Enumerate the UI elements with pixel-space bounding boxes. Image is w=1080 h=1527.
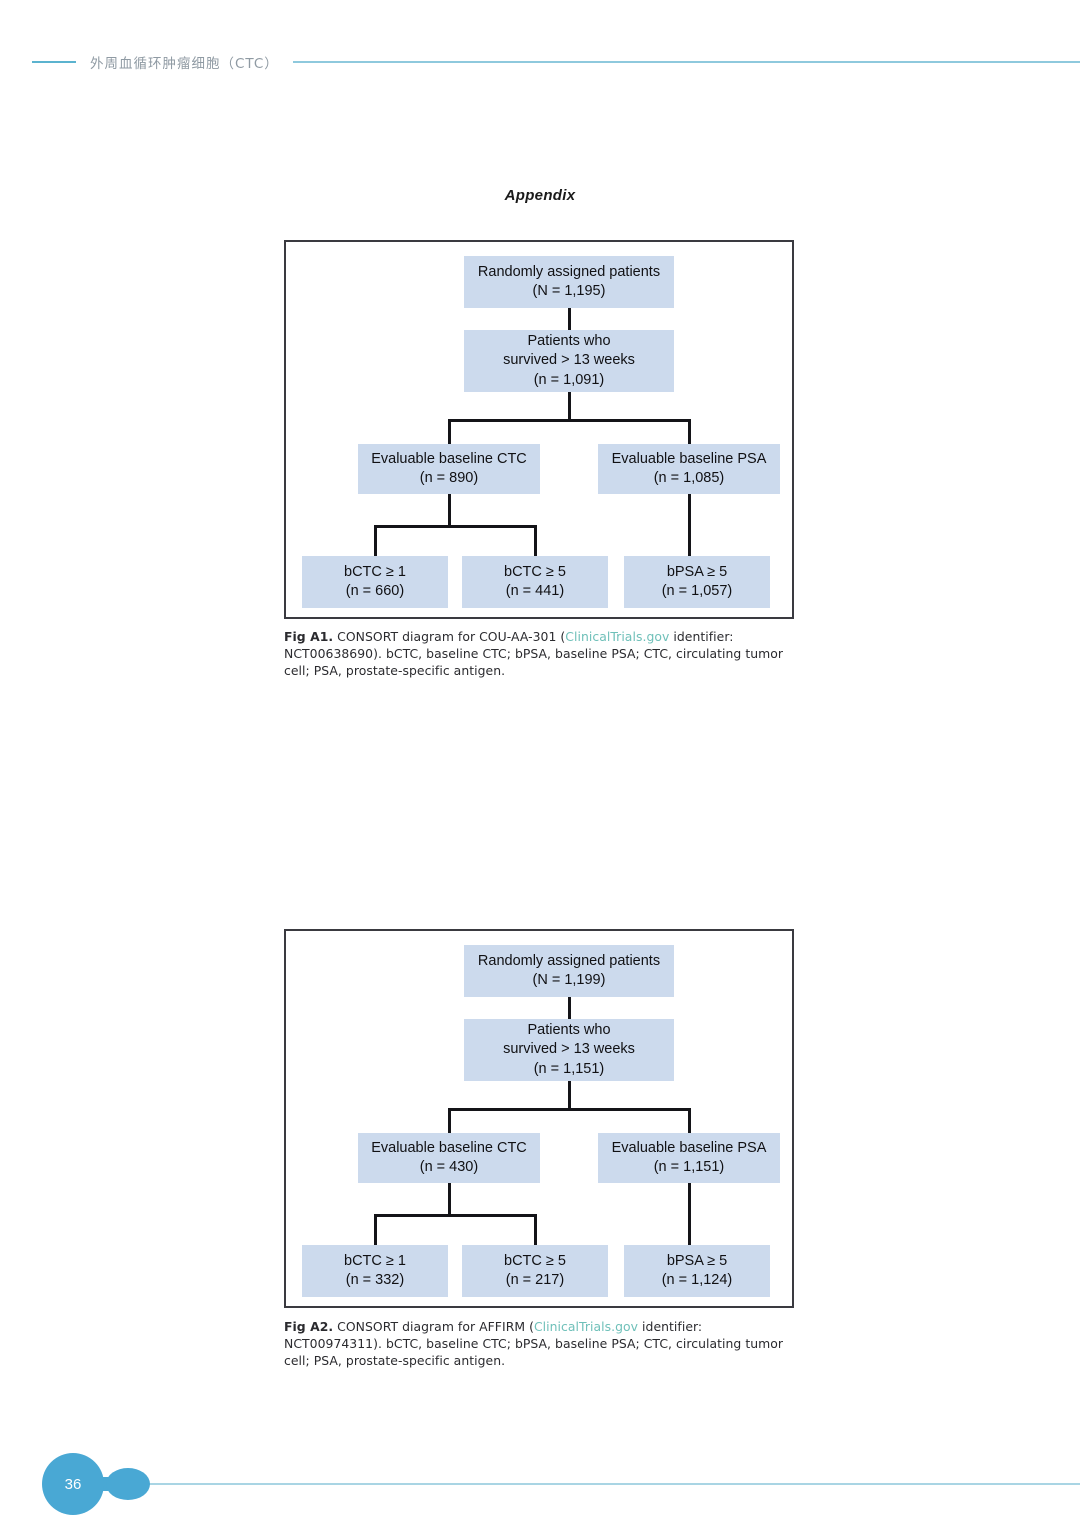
clinicaltrials-link[interactable]: ClinicalTrials.gov (565, 629, 670, 644)
flow-node-line-3: (n = 1,151) (533, 1060, 605, 1077)
caption-label: Fig A2. (284, 1319, 334, 1334)
flow-node-line-2: (n = 660) (345, 583, 405, 599)
connector-to-bpsa5 (687, 1183, 691, 1245)
appendix-title: Appendix (504, 187, 576, 204)
flow-node-bpsa5: bPSA ≥ 5 (n = 1,057) (624, 556, 770, 608)
flow-node-line-2: (n = 1,151) (653, 1159, 725, 1175)
page-running-header: 外周血循环肿瘤细胞（CTC） (0, 48, 1080, 76)
flow-node-eval_ctc: Evaluable baseline CTC (n = 430) (358, 1133, 540, 1183)
connector-randomized-to-survived (567, 997, 571, 1019)
connector-level2-bar (447, 1107, 691, 1111)
flow-node-line-1: bCTC ≥ 5 (504, 563, 566, 580)
clinicaltrials-link[interactable]: ClinicalTrials.gov (533, 1319, 639, 1334)
connector-eval-ctc-stem (447, 1183, 451, 1215)
flow-node-line-1: Patients who (527, 333, 611, 350)
caption-text-before-link: CONSORT diagram for AFFIRM ( (333, 1319, 534, 1334)
header-rule-right (292, 61, 1080, 63)
flow-node-line-2: (n = 1,085) (653, 470, 725, 486)
flow-node-eval_ctc: Evaluable baseline CTC (n = 890) (358, 444, 540, 494)
flow-node-line-2: (n = 217) (505, 1272, 565, 1288)
flow-node-line-2: (n = 890) (419, 470, 479, 486)
flow-node-line-3: (n = 1,091) (533, 371, 605, 388)
flow-node-line-1: bCTC ≥ 1 (344, 563, 406, 580)
flow-node-line-2: (N = 1,199) (532, 972, 606, 988)
flow-node-line-1: Randomly assigned patients (477, 263, 661, 280)
connector-to-bctc5 (533, 1215, 537, 1245)
flow-node-bctc5: bCTC ≥ 5 (n = 217) (462, 1245, 608, 1297)
connector-randomized-to-survived (567, 308, 571, 330)
caption-text-after-link: identifier: NCT00638690). bCTC, baseline… (284, 629, 784, 679)
connector-eval-ctc-stem (447, 494, 451, 526)
footer-rule (148, 1483, 1080, 1485)
flow-node-line-1: bPSA ≥ 5 (666, 1252, 728, 1269)
connector-to-bpsa5 (687, 494, 691, 556)
caption-text-after-link: identifier: NCT00974311). bCTC, baseline… (284, 1319, 784, 1369)
caption-label: Fig A1. (284, 629, 334, 644)
flow-node-line-1: bCTC ≥ 1 (344, 1252, 406, 1269)
flow-node-bctc1: bCTC ≥ 1 (n = 332) (302, 1245, 448, 1297)
connector-level3-bar (373, 524, 537, 528)
caption-text-before-link: CONSORT diagram for COU-AA-301 ( (333, 629, 566, 644)
header-rule-left (32, 61, 76, 63)
flow-node-line-1: Evaluable baseline CTC (371, 450, 527, 467)
flow-node-line-1: Patients who (527, 1022, 611, 1039)
flow-node-line-2: survived > 13 weeks (503, 1041, 635, 1058)
page-footer: 36 (0, 1452, 1080, 1522)
header-title: 外周血循环肿瘤细胞（CTC） (90, 56, 279, 72)
connector-to-bctc1 (373, 1215, 377, 1245)
flow-node-line-1: bPSA ≥ 5 (666, 563, 728, 580)
flow-node-survived: Patients who survived > 13 weeks (n = 1,15… (464, 1019, 674, 1081)
flow-node-line-1: Evaluable baseline PSA (611, 1139, 767, 1156)
flow-node-line-2: (n = 441) (505, 583, 565, 599)
footer-blob-large (42, 1453, 104, 1515)
flow-node-line-1: Randomly assigned patients (477, 952, 661, 969)
connector-to-bctc1 (373, 526, 377, 556)
flow-node-line-1: Evaluable baseline CTC (371, 1139, 527, 1156)
connector-level3-bar (373, 1213, 537, 1217)
flow-node-line-2: (n = 332) (345, 1272, 405, 1288)
connector-survived-stem (567, 392, 571, 420)
flow-node-survived: Patients who survived > 13 weeks (n = 1,09… (464, 330, 674, 392)
connector-to-eval-ctc (447, 1109, 451, 1133)
flow-node-randomized: Randomly assigned patients (N = 1,195) (464, 256, 674, 308)
connector-survived-stem (567, 1081, 571, 1109)
figure-a2-caption: Fig A2. CONSORT diagram for AFFIRM (Clin… (284, 1318, 796, 1369)
flow-node-line-1: Evaluable baseline PSA (611, 450, 767, 467)
connector-level2-bar (447, 418, 691, 422)
flow-node-line-2: (n = 430) (419, 1159, 479, 1175)
flow-node-line-2: (N = 1,195) (532, 283, 606, 299)
figure-a1-caption: Fig A1. CONSORT diagram for COU-AA-301 (… (284, 628, 796, 679)
page-number: 36 (64, 1475, 82, 1493)
connector-to-eval-psa (687, 1109, 691, 1133)
flow-node-bctc5: bCTC ≥ 5 (n = 441) (462, 556, 608, 608)
flow-node-line-2: (n = 1,057) (661, 583, 733, 599)
connector-to-eval-ctc (447, 420, 451, 444)
connector-to-bctc5 (533, 526, 537, 556)
connector-to-eval-psa (687, 420, 691, 444)
flow-node-eval_psa: Evaluable baseline PSA (n = 1,151) (598, 1133, 780, 1183)
flow-node-line-1: bCTC ≥ 5 (504, 1252, 566, 1269)
flow-node-line-2: survived > 13 weeks (503, 352, 635, 369)
flow-node-eval_psa: Evaluable baseline PSA (n = 1,085) (598, 444, 780, 494)
footer-blob-small (106, 1468, 150, 1500)
flow-node-line-2: (n = 1,124) (661, 1272, 733, 1288)
flow-node-bpsa5: bPSA ≥ 5 (n = 1,124) (624, 1245, 770, 1297)
flow-node-bctc1: bCTC ≥ 1 (n = 660) (302, 556, 448, 608)
flow-node-randomized: Randomly assigned patients (N = 1,199) (464, 945, 674, 997)
